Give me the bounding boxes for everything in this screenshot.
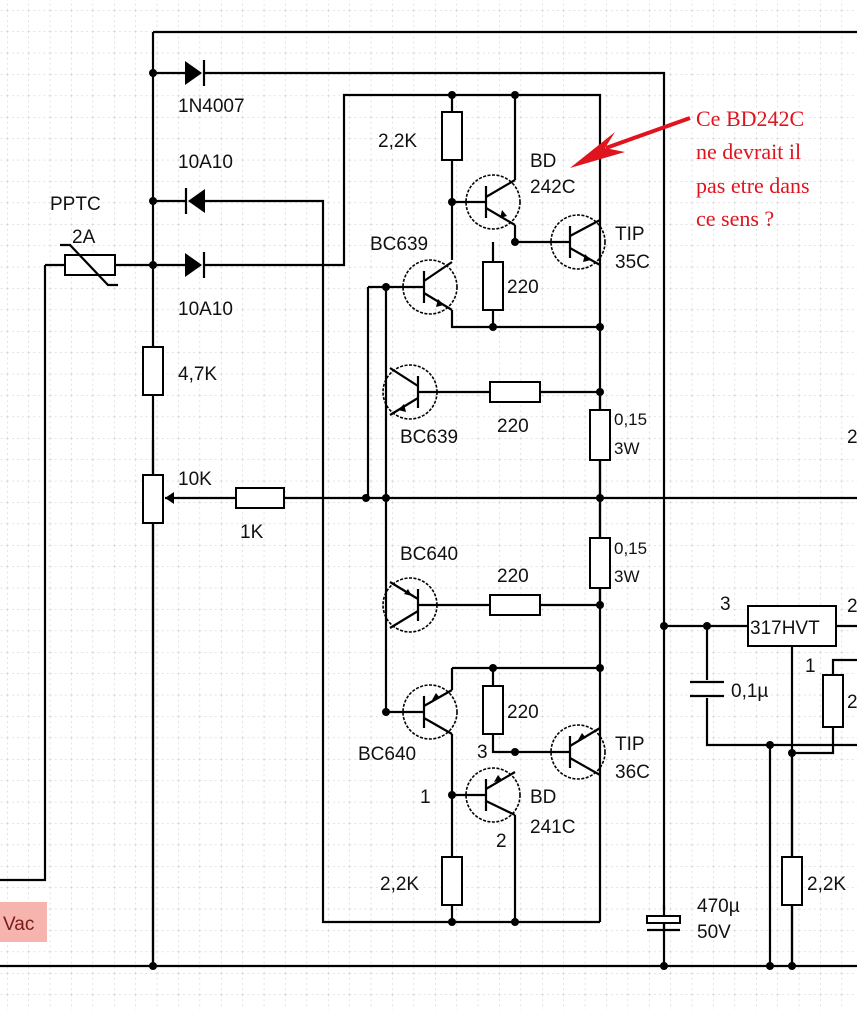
annotation-arrow <box>570 116 691 168</box>
label-10k: 10K <box>178 469 212 490</box>
vac-highlight <box>0 902 47 942</box>
resistor-1k <box>235 487 285 509</box>
resistor-2k2-reg <box>781 856 803 906</box>
regulator-317hvt <box>747 605 837 647</box>
label-bc639-b: BC639 <box>400 427 458 448</box>
resistor-015-a <box>589 409 611 461</box>
label-317hvt: 317HVT <box>750 618 820 639</box>
label-pptc: PPTC <box>50 194 101 215</box>
diode-10a10-lower <box>185 252 206 278</box>
junction-dots <box>149 69 796 970</box>
label-1k: 1K <box>240 522 264 543</box>
label-pptc-rating: 2A <box>72 227 96 248</box>
label-bc640-a: BC640 <box>400 544 458 565</box>
transistor-bd242c <box>465 174 521 230</box>
resistor-reg-adj <box>822 674 844 728</box>
label-015-b-1: 0,15 <box>614 539 647 558</box>
resistor-2k2-bottom <box>441 856 463 906</box>
resistor-220-c <box>489 594 541 616</box>
label-bd241c-2: 241C <box>530 817 575 838</box>
resistor-015-b <box>589 537 611 589</box>
label-reg-pin2: 2 <box>847 596 857 617</box>
transistor-bc640-a <box>382 577 438 633</box>
label-10a10-lower: 10A10 <box>178 299 233 320</box>
label-015-b-2: 3W <box>614 567 640 586</box>
annotation-line-4: ce sens ? <box>696 206 774 231</box>
label-015-a-2: 3W <box>614 439 640 458</box>
label-01u: 0,1µ <box>731 681 768 702</box>
label-bd241c-pin2: 2 <box>496 831 507 852</box>
transistor-bc640-b <box>402 684 458 740</box>
potentiometer-10k <box>142 474 174 524</box>
label-470u: 470µ <box>697 896 740 917</box>
resistor-220-a <box>482 261 504 311</box>
label-bc639-a: BC639 <box>370 234 428 255</box>
transistor-bc639-a <box>402 259 458 315</box>
label-bd242c-2: 242C <box>530 177 575 198</box>
diode-1n4007 <box>185 60 206 86</box>
label-10a10-upper: 10A10 <box>178 152 233 173</box>
capacitor-01u <box>690 680 724 698</box>
diode-10a10-upper <box>184 188 205 214</box>
label-bd241c-pin3: 3 <box>477 742 488 763</box>
label-220-c: 220 <box>497 566 529 587</box>
label-bd241c-pin1: 1 <box>420 787 431 808</box>
label-50v: 50V <box>697 922 731 943</box>
label-220-d: 220 <box>507 702 539 723</box>
label-reg-pin1: 1 <box>805 656 816 677</box>
label-edge: 2 <box>847 427 857 448</box>
label-2k2-top: 2,2K <box>378 131 417 152</box>
resistor-4k7 <box>142 346 164 396</box>
label-reg-adj-partial: 2 <box>847 692 857 713</box>
annotation-line-3: pas etre dans <box>696 173 810 198</box>
transistor-tip36c <box>550 724 606 780</box>
resistor-220-b <box>489 381 541 403</box>
wires <box>0 30 857 968</box>
label-220-b: 220 <box>497 416 529 437</box>
label-reg-pin3: 3 <box>720 594 731 615</box>
label-bd241c-1: BD <box>530 787 556 808</box>
label-2k2-reg: 2,2K <box>807 874 846 895</box>
capacitor-470u <box>646 915 681 932</box>
label-tip36c-2: 36C <box>615 762 650 783</box>
label-1n4007: 1N4007 <box>178 96 245 117</box>
annotation-line-1: Ce BD242C <box>696 106 804 131</box>
resistor-220-d <box>482 685 504 735</box>
transistor-bd241c <box>465 767 521 823</box>
label-bc640-b: BC640 <box>358 744 416 765</box>
label-tip35c-1: TIP <box>615 224 645 245</box>
annotation-line-2: ne devrait il <box>696 139 801 164</box>
label-2k2-bottom: 2,2K <box>380 874 419 895</box>
label-tip35c-2: 35C <box>615 252 650 273</box>
pptc-fuse <box>60 243 118 287</box>
label-220-a: 220 <box>507 277 539 298</box>
label-4k7: 4,7K <box>178 364 217 385</box>
resistor-2k2-top <box>441 111 463 161</box>
transistor-bc639-b <box>382 364 438 420</box>
label-bd242c-1: BD <box>530 151 556 172</box>
transistor-tip35c <box>550 214 606 270</box>
label-tip36c-1: TIP <box>615 734 645 755</box>
label-vac: Vac <box>3 914 34 935</box>
label-015-a-1: 0,15 <box>614 410 647 429</box>
